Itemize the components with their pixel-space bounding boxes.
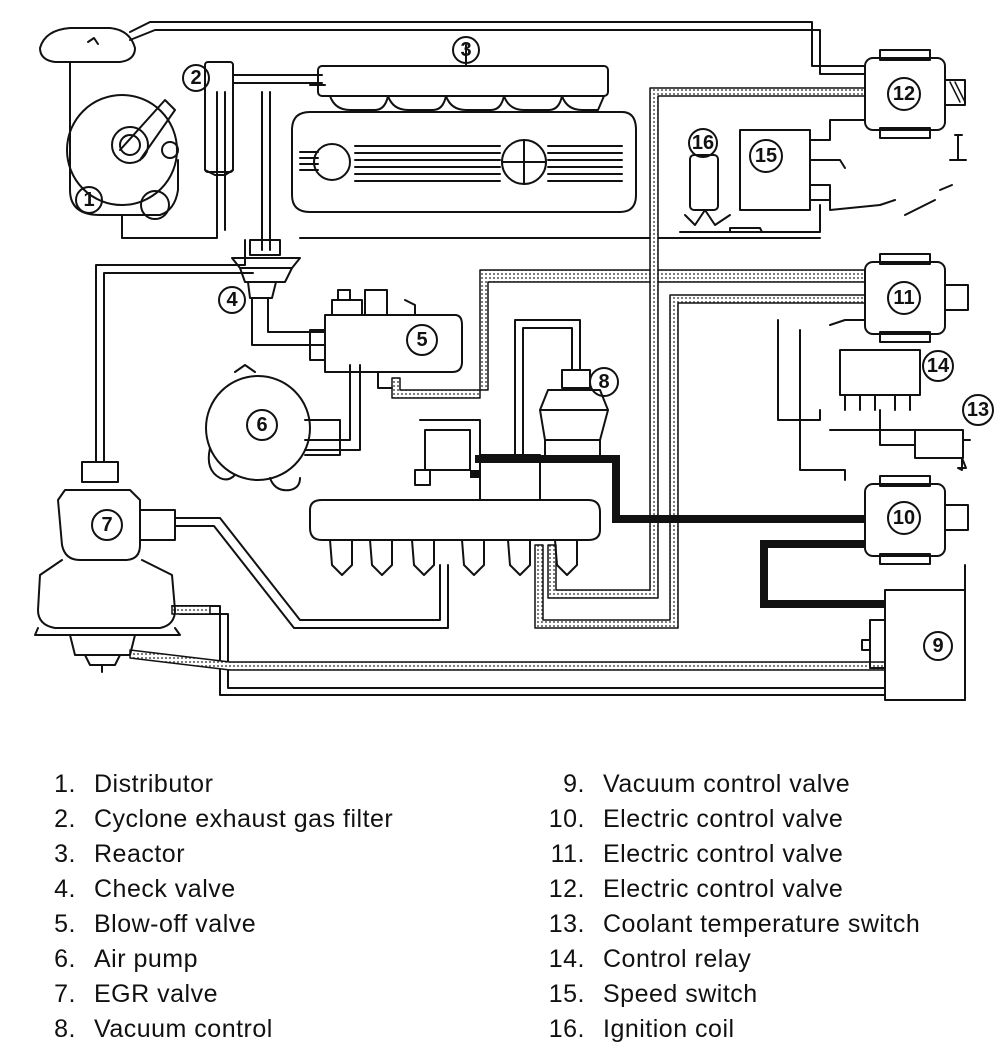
blow-off-valve	[309, 289, 463, 389]
callout-16: 16	[692, 132, 714, 154]
legend-item: 2. Cyclone exhaust gas filter	[40, 805, 510, 840]
legend-number: 4.	[54, 875, 76, 903]
callout-14: 14	[927, 355, 950, 377]
callout-8: 8	[598, 371, 609, 393]
intake-manifold	[309, 419, 601, 576]
electric-control-valve-10	[864, 475, 969, 565]
legend-item: 13. Coolant temperature switch	[525, 910, 1000, 945]
legend-number: 12.	[548, 875, 585, 903]
legend-item: 5. Blow-off valve	[40, 910, 510, 945]
electric-control-valve-12	[864, 49, 966, 139]
callout-2: 2	[190, 67, 201, 89]
control-relay	[777, 319, 921, 481]
coolant-temperature-switch	[829, 409, 971, 471]
legend-item: 15. Speed switch	[525, 980, 1000, 1015]
legend-number: 8.	[54, 1015, 76, 1043]
legend-column-right: 9. Vacuum control valve 10. Electric contr…	[525, 770, 1000, 1050]
legend-label: Blow-off valve	[94, 910, 257, 938]
emission-control-diagram: 1 2 3 4 5 6 7 8 9 10 11 12 13 14 15 16	[34, 21, 994, 701]
legend-label: Electric control valve	[603, 805, 844, 833]
legend-item: 11. Electric control valve	[525, 840, 1000, 875]
callout-1: 1	[83, 189, 94, 211]
legend-label: Cyclone exhaust gas filter	[94, 805, 394, 833]
callout-6: 6	[256, 414, 267, 436]
legend-item: 1. Distributor	[40, 770, 510, 805]
legend-item: 16. Ignition coil	[525, 1015, 1000, 1050]
air-pump	[205, 364, 341, 492]
legend-label: Reactor	[94, 840, 186, 868]
legend-label: Electric control valve	[603, 840, 844, 868]
legend-item: 7. EGR valve	[40, 980, 510, 1015]
callout-9: 9	[932, 635, 943, 657]
callout-5: 5	[416, 329, 427, 351]
vacuum-control	[539, 369, 609, 456]
legend-number: 7.	[54, 980, 76, 1008]
legend-number: 2.	[54, 805, 76, 833]
vacuum-control-valve-9	[861, 564, 966, 701]
legend-column-left: 1. Distributor 2. Cyclone exhaust gas filt…	[40, 770, 510, 1050]
cyclone-filter	[204, 61, 234, 176]
legend-label: Control relay	[603, 945, 752, 973]
callout-4: 4	[226, 289, 238, 311]
electric-control-valve-11	[864, 253, 969, 343]
callout-3: 3	[460, 39, 471, 61]
legend-label: EGR valve	[94, 980, 218, 1008]
legend-number: 6.	[54, 945, 76, 973]
legend-number: 13.	[548, 910, 585, 938]
callout-circles	[75, 36, 994, 661]
solid-vacuum-hoses	[470, 455, 885, 608]
legend-item: 3. Reactor	[40, 840, 510, 875]
legend-label: Check valve	[94, 875, 236, 903]
ignition-coil	[679, 154, 821, 233]
legend-number: 10.	[548, 805, 585, 833]
legend-item: 14. Control relay	[525, 945, 1000, 980]
legend-label: Coolant temperature switch	[603, 910, 921, 938]
legend-number: 9.	[563, 770, 585, 798]
legend-item: 10. Electric control valve	[525, 805, 1000, 840]
legend-label: Speed switch	[603, 980, 758, 1008]
legend-label: Air pump	[94, 945, 199, 973]
legend-label: Ignition coil	[603, 1015, 735, 1043]
legend-number: 5.	[54, 910, 76, 938]
legend-item: 4. Check valve	[40, 875, 510, 910]
callout-15: 15	[755, 145, 777, 167]
callout-7: 7	[101, 514, 112, 536]
reactor-engine	[291, 44, 637, 213]
callout-13: 13	[967, 399, 989, 421]
callout-11: 11	[893, 287, 914, 309]
callout-10: 10	[893, 507, 915, 529]
speed-switch	[739, 119, 967, 216]
legend-label: Vacuum control	[94, 1015, 273, 1043]
legend-item: 6. Air pump	[40, 945, 510, 980]
legend-label: Vacuum control valve	[603, 770, 851, 798]
legend-number: 11.	[550, 840, 585, 868]
legend-item: 12. Electric control valve	[525, 875, 1000, 910]
legend-item: 9. Vacuum control valve	[525, 770, 1000, 805]
legend-number: 1.	[54, 770, 76, 798]
check-valve	[231, 239, 301, 299]
callout-12: 12	[893, 83, 915, 105]
legend-number: 14.	[548, 945, 585, 973]
callout-labels: 1 2 3 4 5 6 7 8 9 10 11 12 13 14 15 16	[83, 39, 989, 657]
legend-label: Electric control valve	[603, 875, 844, 903]
legend-number: 15.	[548, 980, 585, 1008]
legend-label: Distributor	[94, 770, 214, 798]
legend-number: 3.	[54, 840, 76, 868]
parts-legend: 1. Distributor 2. Cyclone exhaust gas filt…	[0, 770, 1000, 1058]
legend-item: 8. Vacuum control	[40, 1015, 510, 1050]
distributor	[39, 27, 179, 220]
legend-number: 16.	[548, 1015, 585, 1043]
egr-valve	[34, 461, 181, 673]
